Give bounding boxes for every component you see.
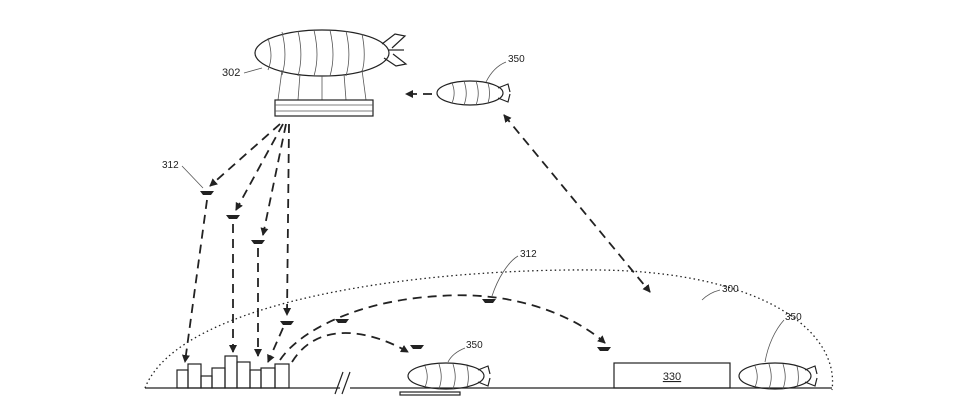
break-mark-2	[341, 371, 351, 395]
airship-350-ground-center	[399, 362, 491, 396]
label-350-top: 350	[508, 54, 525, 65]
airship-350-ground-right	[738, 362, 818, 390]
label-312-dome: 312	[520, 249, 537, 260]
label-350-right: 350	[785, 312, 802, 323]
label-330: 330	[663, 371, 681, 383]
airship-350-top	[436, 80, 511, 106]
facility-330	[613, 362, 731, 389]
airship-302-gondola	[274, 99, 374, 117]
label-302: 302	[222, 67, 240, 79]
break-mark-1	[334, 371, 344, 395]
city-buildings	[176, 355, 290, 389]
label-300: 300	[722, 284, 739, 295]
label-312-left: 312	[162, 160, 179, 171]
arrow-airship-350-to-dome	[503, 114, 651, 293]
uav-markers	[200, 191, 611, 351]
label-350-center: 350	[466, 340, 483, 351]
delivery-paths	[181, 123, 606, 363]
airship-302	[254, 29, 408, 117]
